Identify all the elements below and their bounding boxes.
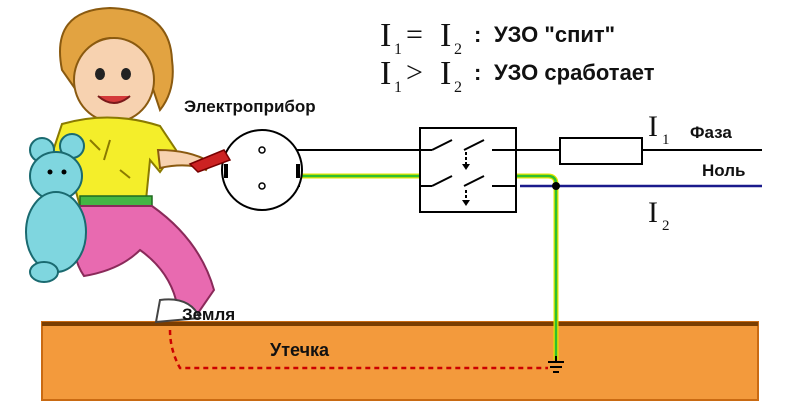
device-label: Электроприбор: [184, 97, 316, 116]
neutral-label: Ноль: [702, 161, 746, 180]
junction-dot: [552, 182, 560, 190]
socket-icon: [221, 129, 303, 211]
ground-slab: [41, 321, 759, 401]
statement-1-rhs-sub: 2: [454, 41, 462, 58]
leak-path: [168, 329, 548, 370]
current-i2-sub: 2: [662, 218, 670, 234]
rcd-switch-icon: [419, 127, 517, 213]
statement-2: I 1 > I 2 : УЗО сработает: [380, 55, 655, 96]
statement-1-colon: :: [474, 22, 481, 47]
statement-2-colon: :: [474, 60, 481, 85]
statement-1-op: =: [406, 18, 423, 51]
statement-2-op: >: [406, 56, 423, 89]
earth-label: Земля: [182, 305, 235, 324]
current-i1-sub: 1: [662, 132, 670, 148]
statement-2-text: УЗО сработает: [494, 60, 655, 85]
statement-1-rhs: I: [440, 17, 451, 54]
statement-1-text: УЗО "спит": [494, 22, 615, 47]
statement-1-lhs: I: [380, 17, 391, 54]
teddy-bear-icon: [25, 133, 87, 283]
earth-wire: [300, 173, 560, 360]
statement-2-lhs-sub: 1: [394, 79, 402, 96]
ground-symbol-icon: [548, 356, 564, 373]
child-figure: [48, 6, 232, 324]
statement-2-lhs: I: [380, 55, 391, 92]
fuse-icon: [559, 137, 643, 165]
current-i1: I: [648, 110, 658, 143]
phase-label: Фаза: [690, 123, 732, 142]
statement-1-lhs-sub: 1: [394, 41, 402, 58]
statement-2-rhs: I: [440, 55, 451, 92]
statement-2-rhs-sub: 2: [454, 79, 462, 96]
statement-1: I 1 = I 2 : УЗО "спит": [380, 17, 615, 58]
leak-label: Утечка: [270, 340, 330, 360]
current-i2: I: [648, 196, 658, 229]
